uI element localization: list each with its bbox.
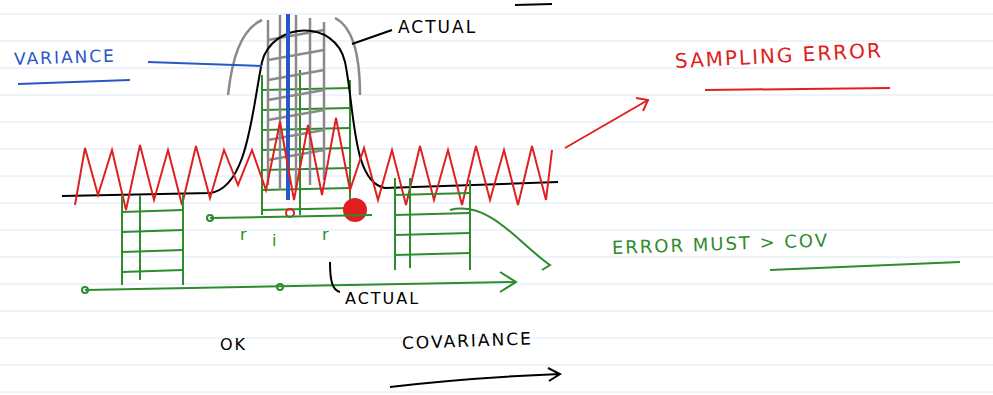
sketch-stroke — [0, 365, 993, 366]
sketch-stroke — [122, 210, 183, 272]
error-must-note: ERROR MUST > COV — [612, 230, 830, 257]
sketch-stroke — [277, 284, 283, 290]
sketch-stroke — [122, 195, 183, 285]
sketch-stroke — [0, 392, 993, 393]
red-point — [343, 198, 367, 222]
covariance-label: COVARIANCE — [402, 329, 533, 352]
actual-lower-leader — [330, 262, 340, 292]
sampling-error-arrow — [565, 98, 648, 148]
sketch-stroke — [228, 20, 262, 95]
sketch-stroke — [0, 122, 993, 123]
sketch-stroke — [395, 178, 470, 270]
sampling-error-zigzag — [75, 118, 552, 210]
sampling-error-label: SAMPLING ERROR — [674, 39, 883, 72]
r-label: r — [322, 226, 331, 244]
sketch-stroke — [0, 68, 993, 69]
grey-hatch — [228, 15, 360, 190]
variance-leader — [148, 62, 262, 66]
sketch-stroke — [395, 193, 470, 255]
sketch-stroke — [0, 95, 993, 96]
sampling-error-underline — [705, 88, 890, 90]
actual-label: ACTUAL — [345, 290, 420, 308]
notebook-rules — [0, 14, 993, 392]
sketch-stroke — [85, 282, 515, 290]
sketch-stroke — [0, 284, 993, 285]
sketch-stroke — [0, 14, 993, 15]
side-hatch-boxes — [122, 178, 550, 285]
variance-underline — [18, 80, 130, 84]
error-must-underline — [770, 262, 960, 270]
top-dash — [515, 4, 552, 5]
actual-bell-curve — [62, 30, 558, 196]
sketch-stroke — [335, 18, 360, 95]
covariance-arrow — [390, 368, 560, 387]
sketch-stroke — [82, 287, 88, 293]
sketch-stroke — [450, 209, 550, 270]
sketch-stroke — [500, 272, 516, 292]
sketch-stroke — [207, 215, 213, 221]
sketch-stroke — [0, 257, 993, 258]
sketch-stroke — [0, 203, 993, 204]
sketch-stroke — [210, 215, 372, 218]
r-label: r — [240, 226, 249, 244]
ok-label: OK — [220, 336, 247, 354]
variance-label: VARIANCE — [14, 46, 117, 68]
i-label: i — [272, 232, 278, 250]
range-arrows — [82, 215, 516, 293]
actual-label: ACTUAL — [398, 18, 477, 37]
actual-leader — [352, 30, 392, 44]
sketch-stroke — [0, 149, 993, 150]
sketch-stroke — [0, 311, 993, 312]
